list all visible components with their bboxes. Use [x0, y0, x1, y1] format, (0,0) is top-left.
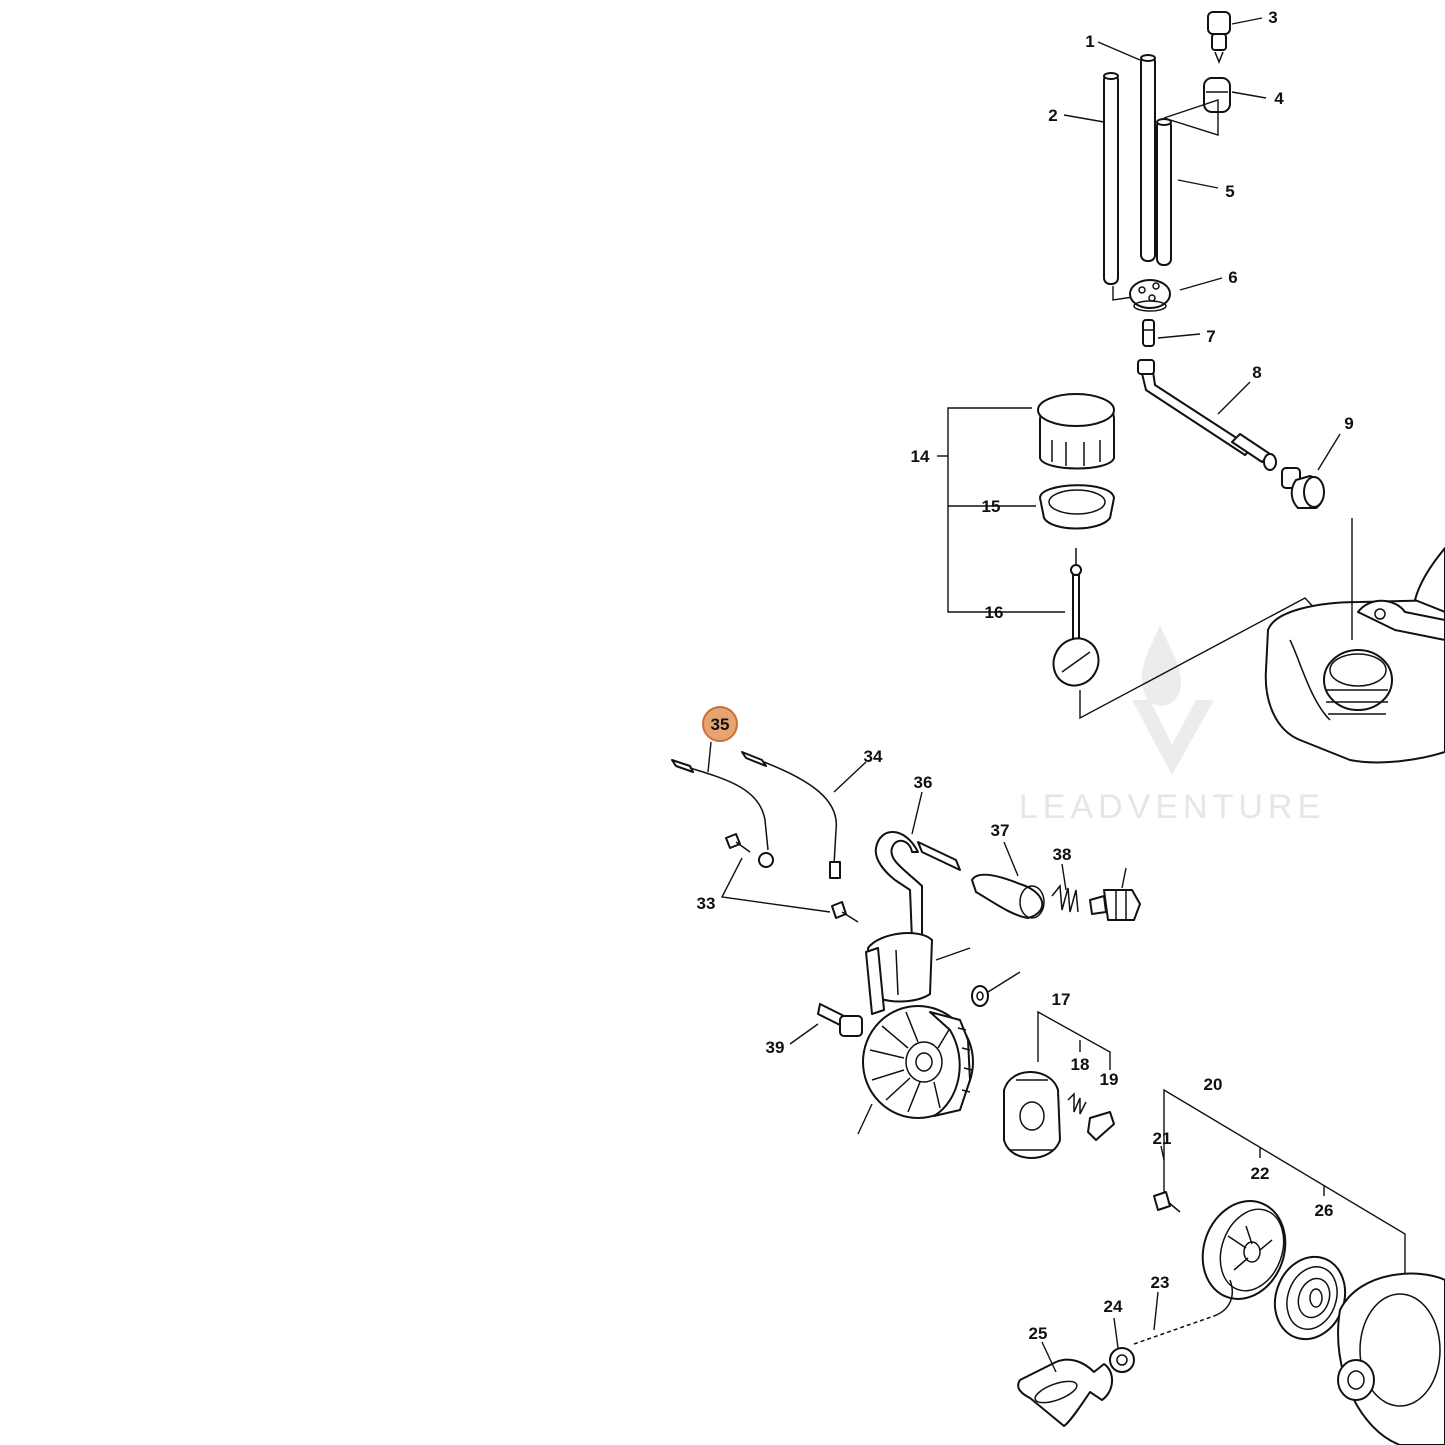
pickup-9[interactable] — [1281, 467, 1325, 509]
wire-35[interactable] — [671, 759, 774, 868]
pawl-carrier-17[interactable] — [1003, 1071, 1061, 1159]
spark-cap-32[interactable] — [971, 873, 1045, 919]
label-33[interactable]: 38 — [1053, 845, 1072, 864]
label-14[interactable]: 14 — [911, 447, 930, 466]
gasket-15[interactable] — [1039, 484, 1115, 530]
label-25[interactable]: 25 — [1029, 1324, 1048, 1343]
label-29[interactable]: 33 — [697, 894, 716, 913]
retainer-16[interactable] — [1045, 548, 1107, 694]
label-9[interactable]: 9 — [1344, 414, 1353, 433]
fuel-tube-1[interactable] — [1140, 54, 1156, 262]
wire-30[interactable] — [741, 751, 841, 879]
label-8[interactable]: 8 — [1252, 363, 1261, 382]
pawl-19[interactable] — [1087, 1111, 1115, 1141]
screw-21[interactable] — [1153, 1191, 1181, 1213]
bushing-24[interactable] — [1109, 1347, 1135, 1373]
spark-plug-39[interactable] — [1089, 889, 1141, 921]
label-24[interactable]: 24 — [1104, 1297, 1123, 1316]
label-15[interactable]: 15 — [982, 497, 1001, 516]
label-6[interactable]: 6 — [1228, 268, 1237, 287]
label-21[interactable]: 21 — [1153, 1129, 1172, 1148]
label-1[interactable]: 1 — [1085, 32, 1094, 51]
fuel-line-8[interactable] — [1137, 359, 1277, 471]
label-35[interactable]: 35 — [711, 715, 730, 734]
flywheel-37[interactable] — [862, 1005, 974, 1119]
highlight-35-circle — [702, 706, 738, 742]
watermark: LEADVENTURE — [1019, 625, 1325, 826]
tank-cap-14[interactable] — [1037, 393, 1115, 470]
label-18[interactable]: 18 — [1071, 1055, 1090, 1074]
label-19[interactable]: 19 — [1100, 1070, 1119, 1089]
filter-4[interactable] — [1203, 77, 1231, 113]
label-23[interactable]: 23 — [1151, 1273, 1170, 1292]
label-22[interactable]: 22 — [1251, 1164, 1270, 1183]
rope-23[interactable] — [1133, 1279, 1234, 1345]
spring-18[interactable] — [1067, 1092, 1087, 1115]
fan-housing[interactable] — [1337, 1272, 1445, 1445]
filter-3[interactable] — [1207, 11, 1231, 65]
grommet-6[interactable] — [1129, 279, 1171, 312]
label-31[interactable]: 36 — [914, 773, 933, 792]
label-30[interactable]: 34 — [864, 747, 883, 766]
label-26[interactable]: 26 — [1315, 1201, 1334, 1220]
screw-29a[interactable] — [725, 833, 751, 853]
fuel-tube-2[interactable] — [1103, 72, 1119, 285]
spring-33[interactable] — [1051, 884, 1079, 913]
rewind-spring-26[interactable] — [1264, 1247, 1357, 1349]
screw-29b[interactable] — [831, 901, 859, 923]
part-labels: 1 2 3 4 5 6 7 8 9 14 15 16 35 34 36 37 3… — [697, 8, 1354, 1343]
label-32[interactable]: 37 — [991, 821, 1010, 840]
label-7[interactable]: 7 — [1206, 327, 1215, 346]
label-3[interactable]: 3 — [1268, 8, 1277, 27]
watermark-text: LEADVENTURE — [1019, 788, 1325, 826]
label-4[interactable]: 4 — [1274, 89, 1284, 108]
label-34[interactable]: 39 — [766, 1038, 785, 1057]
ignition-coil-36[interactable] — [865, 831, 961, 1015]
fitting-7[interactable] — [1142, 319, 1155, 347]
label-16[interactable]: 16 — [985, 603, 1004, 622]
rope-rotor-22[interactable] — [1189, 1189, 1298, 1310]
starter-grip-25[interactable] — [1017, 1358, 1113, 1427]
fuel-tank[interactable] — [1264, 547, 1445, 764]
label-2[interactable]: 2 — [1048, 106, 1057, 125]
label-20[interactable]: 20 — [1204, 1075, 1223, 1094]
screw-34[interactable] — [817, 1003, 863, 1037]
label-5[interactable]: 5 — [1225, 182, 1234, 201]
label-17[interactable]: 17 — [1052, 990, 1071, 1009]
fuel-tube-5[interactable] — [1156, 118, 1172, 266]
washer-38[interactable] — [971, 985, 989, 1007]
